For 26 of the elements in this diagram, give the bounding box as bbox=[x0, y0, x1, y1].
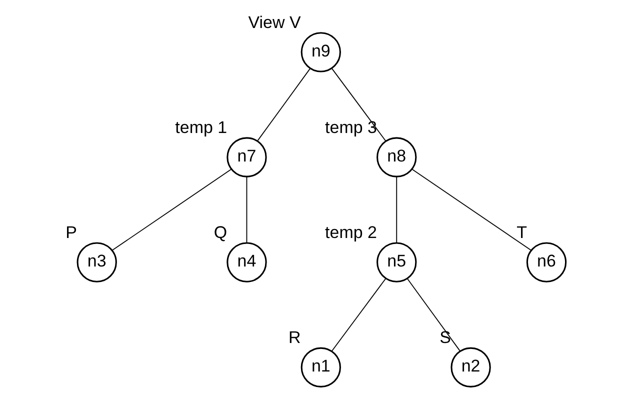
node-circle: n9 bbox=[300, 32, 341, 72]
node-label: T bbox=[516, 223, 527, 242]
connector bbox=[246, 176, 248, 244]
node-label: P bbox=[66, 223, 78, 242]
node-label: Q bbox=[214, 223, 228, 242]
connector bbox=[396, 176, 398, 244]
node-label: S bbox=[440, 328, 451, 348]
connector bbox=[331, 278, 386, 352]
connector bbox=[406, 278, 460, 352]
connector bbox=[331, 68, 386, 142]
node-circle: n3 bbox=[76, 242, 117, 282]
connector bbox=[257, 68, 311, 141]
connector bbox=[112, 168, 232, 251]
node-circle: n5 bbox=[376, 242, 417, 282]
node-circle: n7 bbox=[226, 137, 267, 178]
node-circle: n4 bbox=[226, 242, 267, 282]
node-label: R bbox=[288, 328, 301, 348]
node-circle: n8 bbox=[376, 137, 417, 178]
node-circle: n1 bbox=[300, 347, 341, 388]
node-label: temp 1 bbox=[175, 118, 228, 137]
node-label: temp 2 bbox=[325, 223, 378, 242]
connector bbox=[412, 168, 532, 251]
node-circle: n2 bbox=[450, 347, 491, 388]
node-circle: n6 bbox=[526, 242, 567, 282]
node-label: View V bbox=[248, 12, 301, 32]
node-label: temp 3 bbox=[325, 118, 378, 137]
